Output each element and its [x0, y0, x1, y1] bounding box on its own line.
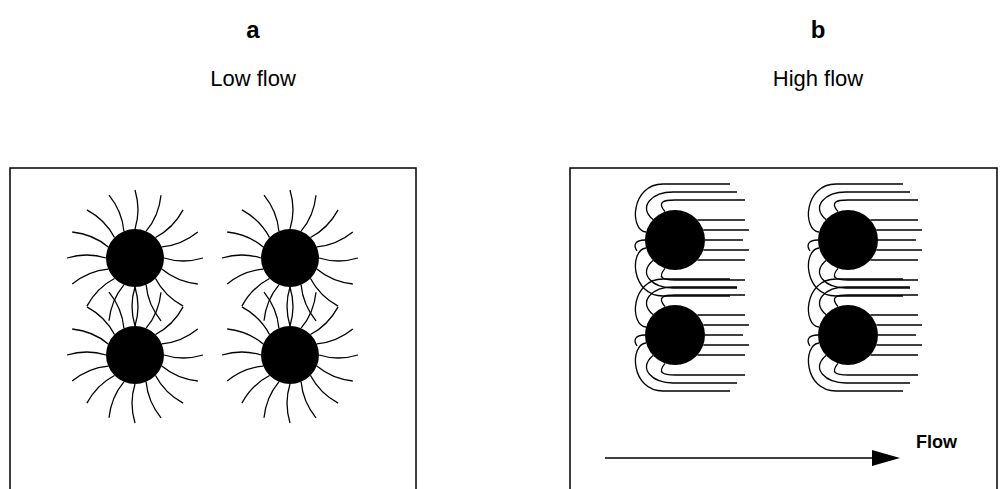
panel-title: Low flow — [208, 66, 298, 91]
panel-letter: b — [809, 16, 828, 44]
panel-title: High flow — [771, 66, 865, 91]
panel-letter: a — [244, 16, 261, 44]
flow-label: Flow — [914, 432, 959, 453]
